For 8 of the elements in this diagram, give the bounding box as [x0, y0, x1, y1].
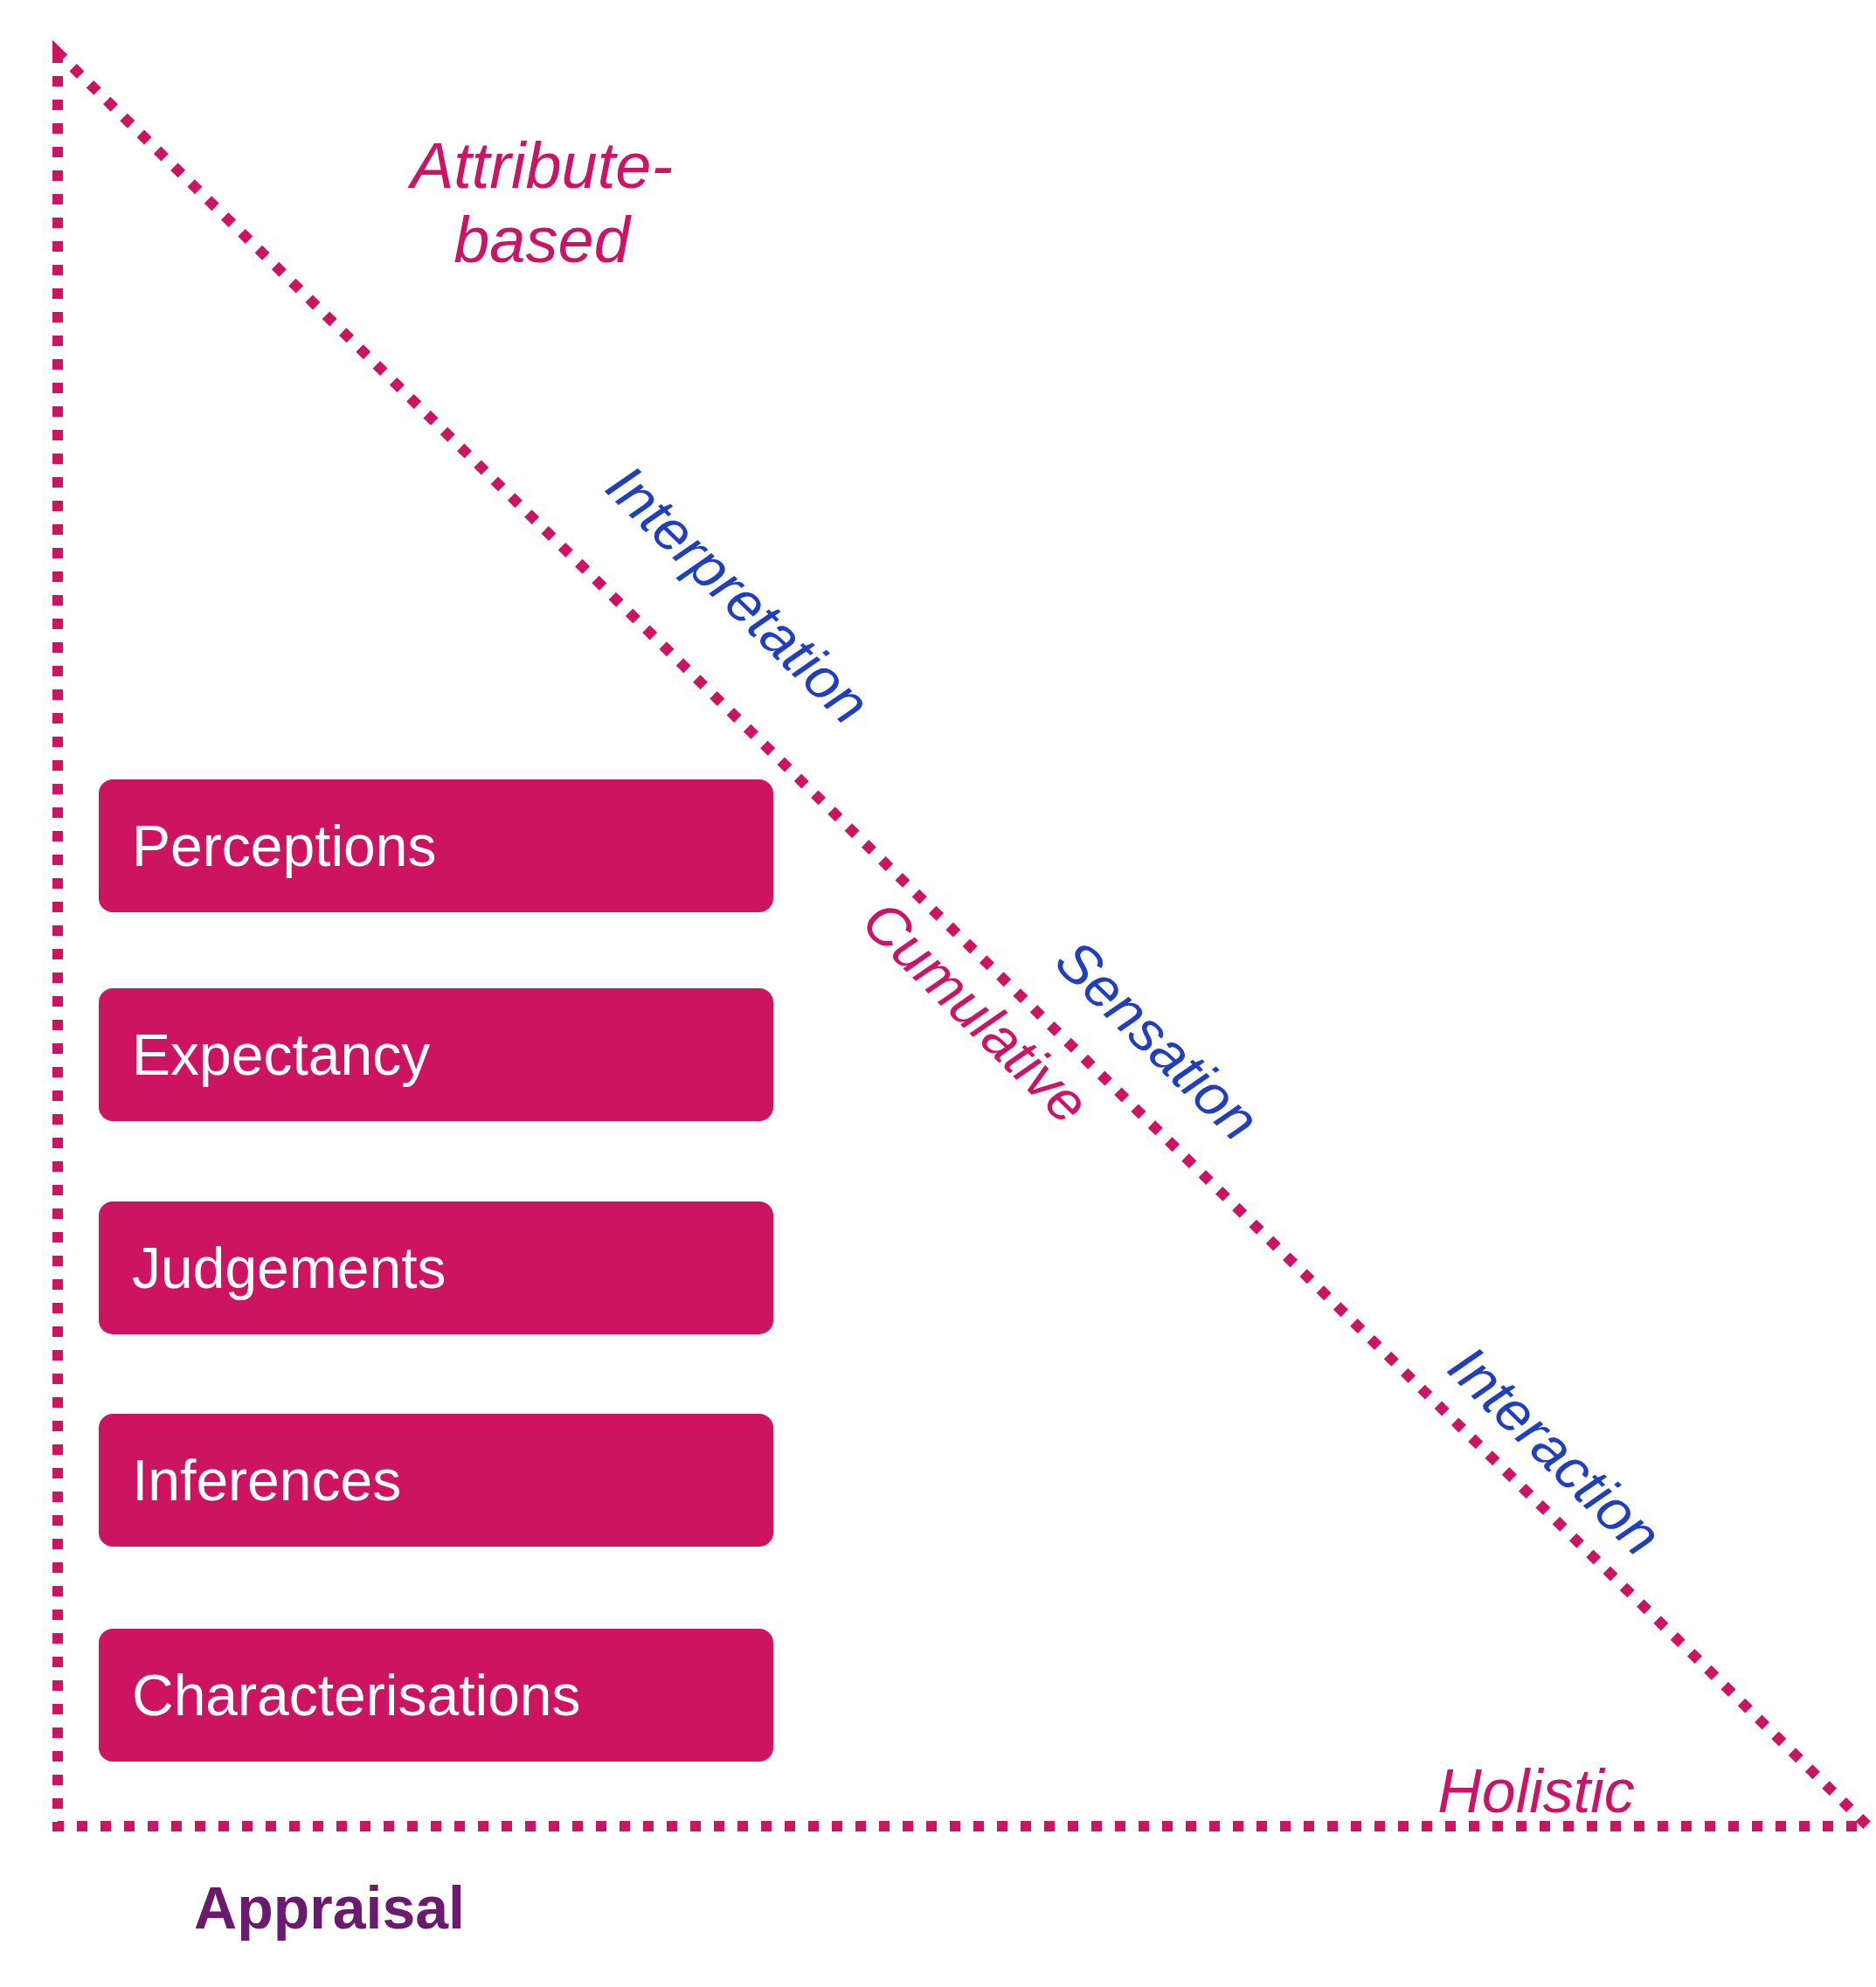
category-box: Expectancy — [99, 988, 773, 1121]
category-box: Characterisations — [99, 1629, 773, 1762]
category-box: Judgements — [99, 1201, 773, 1334]
category-box: Inferences — [99, 1414, 773, 1547]
axis-label: Holistic — [1437, 1756, 1635, 1826]
category-box: Perceptions — [99, 779, 773, 912]
axis-title: Appraisal — [194, 1873, 465, 1942]
axis-label: Attribute-based — [358, 128, 725, 278]
